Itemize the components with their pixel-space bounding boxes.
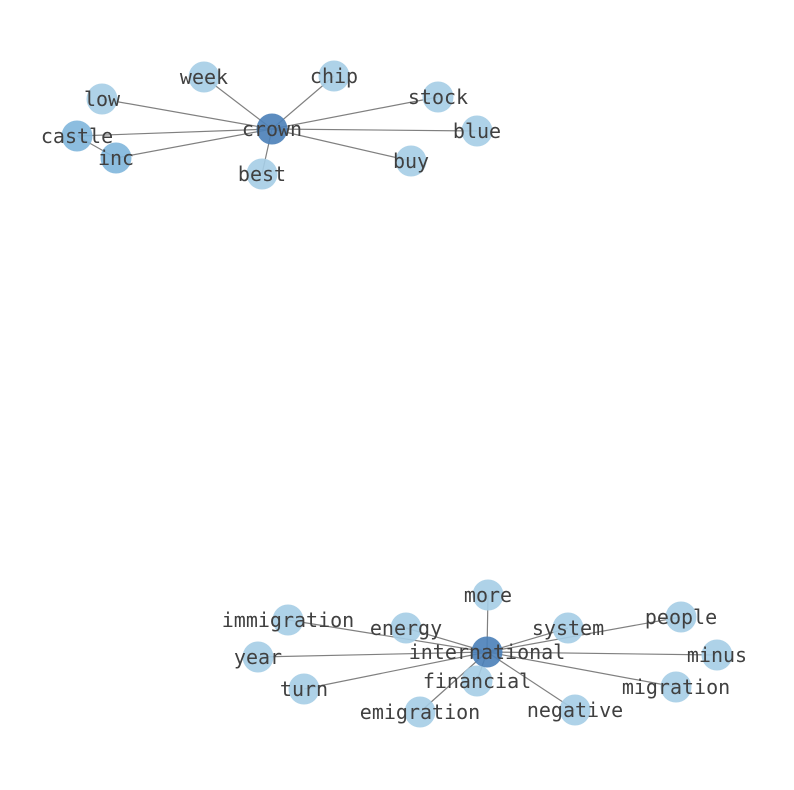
node-turn xyxy=(288,673,320,705)
node-international xyxy=(471,636,503,668)
node-label-buy: buy xyxy=(393,149,429,173)
node-label-international: international xyxy=(409,640,566,664)
node-label-migration: migration xyxy=(622,675,730,699)
node-negative xyxy=(559,694,591,726)
node-label-stock: stock xyxy=(408,85,468,109)
node-low xyxy=(86,83,118,115)
node-stock xyxy=(422,81,454,113)
edge-international-immigration xyxy=(287,619,488,653)
edge-crown-buy xyxy=(271,128,412,162)
node-financial xyxy=(461,665,493,697)
node-label-week: week xyxy=(180,65,228,89)
node-energy xyxy=(390,612,422,644)
edge-international-minus xyxy=(486,651,718,656)
node-crown xyxy=(256,113,288,145)
edge-crown-inc xyxy=(115,128,273,159)
node-label-emigration: emigration xyxy=(360,700,480,724)
node-people xyxy=(665,601,697,633)
node-best xyxy=(246,158,278,190)
edge-international-migration xyxy=(486,651,677,688)
node-label-inc: inc xyxy=(98,146,134,170)
edge-crown-castle xyxy=(76,128,273,137)
node-label-system: system xyxy=(532,616,604,640)
node-label-blue: blue xyxy=(453,119,501,143)
edge-international-negative xyxy=(486,651,576,711)
node-label-turn: turn xyxy=(280,677,328,701)
node-chip xyxy=(318,60,350,92)
node-label-low: low xyxy=(84,87,121,111)
nodes-layer xyxy=(61,60,733,728)
node-system xyxy=(552,612,584,644)
node-castle xyxy=(61,120,93,152)
node-inc xyxy=(100,142,132,174)
node-label-crown: crown xyxy=(242,117,302,141)
edge-crown-blue xyxy=(271,128,478,132)
node-immigration xyxy=(272,604,304,636)
edge-international-year xyxy=(257,651,488,658)
edge-international-people xyxy=(486,616,682,653)
node-label-minus: minus xyxy=(687,643,747,667)
node-minus xyxy=(701,639,733,671)
node-year xyxy=(242,641,274,673)
node-week xyxy=(188,61,220,93)
node-label-immigration: immigration xyxy=(222,608,354,632)
node-label-financial: financial xyxy=(423,669,531,693)
edge-crown-stock xyxy=(271,96,439,130)
node-label-negative: negative xyxy=(527,698,623,722)
node-label-castle: castle xyxy=(41,124,113,148)
edge-international-turn xyxy=(303,651,488,690)
node-blue xyxy=(461,115,493,147)
node-more xyxy=(472,579,504,611)
node-label-chip: chip xyxy=(310,64,358,88)
node-migration xyxy=(660,671,692,703)
node-label-energy: energy xyxy=(370,616,442,640)
node-label-more: more xyxy=(464,583,512,607)
node-buy xyxy=(395,145,427,177)
labels-layer: crown week chip low stock castle blue inc buy bes… xyxy=(41,64,747,724)
node-label-year: year xyxy=(234,645,282,669)
node-label-people: people xyxy=(645,605,717,629)
edge-crown-low xyxy=(101,98,273,130)
node-label-best: best xyxy=(238,162,286,186)
node-emigration xyxy=(404,696,436,728)
